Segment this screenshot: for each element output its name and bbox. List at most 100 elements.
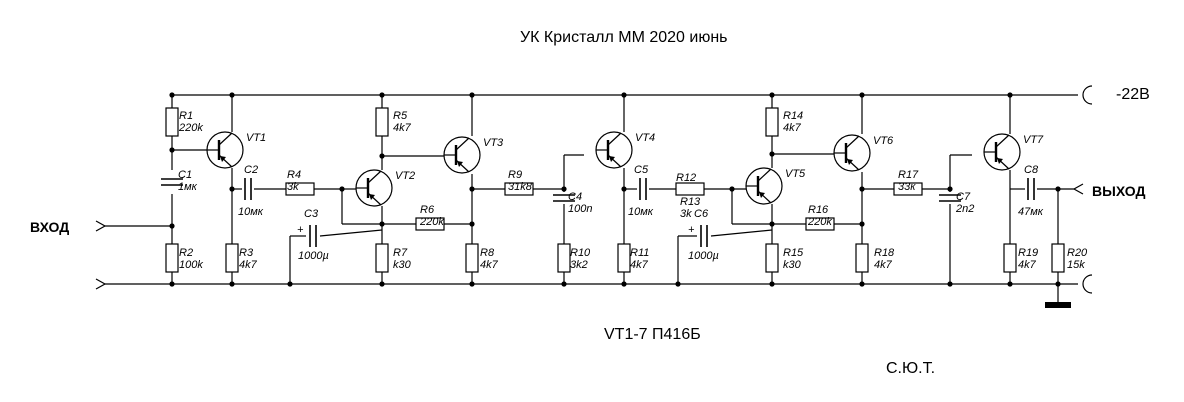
resistor-value: 4k7: [393, 122, 412, 134]
junction-dot: [561, 281, 567, 287]
capacitor-ref: C2: [244, 164, 258, 176]
resistor-ref: R4: [287, 169, 301, 181]
capacitor-ref: C6: [694, 208, 709, 220]
transistor-ref: VT3: [483, 137, 504, 149]
junction-dot: [379, 281, 385, 287]
resistor-ref: R19: [1018, 247, 1038, 259]
resistor-ref: R17: [898, 169, 919, 181]
capacitor-ref: C8: [1024, 164, 1039, 176]
resistor-value: 220k: [178, 122, 203, 134]
transistor-vt1: VT1: [206, 131, 266, 169]
resistor-value: 4k7: [480, 259, 499, 271]
transistor-ref: VT5: [785, 168, 806, 180]
capacitor-value: 100n: [568, 203, 592, 215]
junction-dot: [169, 223, 175, 229]
supply-label: -22В: [1116, 86, 1150, 103]
transistor-ref: VT6: [873, 135, 894, 147]
junction-dot: [379, 153, 385, 159]
junction-dot: [729, 186, 735, 192]
schematic-title: УК Кристалл ММ 2020 июнь: [520, 29, 728, 46]
resistor-ref: R20: [1067, 247, 1088, 259]
junction-dot: [675, 281, 681, 287]
transistor-vt5: VT5: [745, 167, 806, 205]
resistor-ref: R10: [570, 247, 591, 259]
capacitor-ref: C4: [568, 191, 582, 203]
resistor-ref: R13: [680, 196, 701, 208]
output-label: ВЫХОД: [1092, 183, 1145, 199]
resistor-ref: R1: [179, 110, 193, 122]
resistor-ref: R9: [508, 169, 522, 181]
capacitor-value: 10мк: [238, 206, 264, 218]
capacitor-value: 10мк: [628, 206, 654, 218]
junction-dot: [769, 92, 775, 98]
resistor-value: 220k: [419, 216, 444, 228]
resistor-value: k30: [393, 259, 412, 271]
polarity-mark: +: [297, 224, 304, 236]
junction-dot: [621, 186, 627, 192]
junction-dot: [229, 92, 235, 98]
capacitor-value: 47мк: [1018, 206, 1044, 218]
resistor-ref: R7: [393, 247, 408, 259]
transistor-vt4: VT4: [595, 131, 655, 169]
output-terminal: [1072, 183, 1084, 195]
junction-dot: [859, 92, 865, 98]
junction-dot: [947, 281, 953, 287]
junction-dot: [621, 281, 627, 287]
transistor-ref: VT4: [635, 132, 655, 144]
junction-dot: [1007, 92, 1013, 98]
transistor-vt3: VT3: [443, 136, 504, 174]
junction-dot: [169, 281, 175, 287]
junction-dot: [1007, 281, 1013, 287]
ground-symbol: [1045, 302, 1071, 308]
resistor-value: 4k7: [239, 259, 258, 271]
capacitor-c2: C2 10мк: [238, 164, 264, 218]
junction-dot: [1055, 281, 1061, 287]
overlap-resistor-label: R12: [676, 172, 696, 184]
resistor-ref: R6: [420, 204, 435, 216]
junction-dot: [469, 221, 475, 227]
resistor-ref: R8: [480, 247, 495, 259]
capacitor-value: 1000µ: [298, 250, 329, 262]
junction-dot: [859, 221, 865, 227]
junction-dot: [229, 281, 235, 287]
junction-dot: [339, 186, 345, 192]
junction-dot: [621, 92, 627, 98]
capacitor-c8: C8 47мк: [1018, 164, 1044, 218]
resistor-ref: R14: [783, 110, 803, 122]
resistor-value: 100k: [179, 259, 203, 271]
resistor-value: 4k7: [783, 122, 802, 134]
resistor-value: 4k7: [874, 259, 893, 271]
junction-dot: [469, 281, 475, 287]
capacitor-ref: C5: [634, 164, 649, 176]
resistor-value: 15k: [1067, 259, 1085, 271]
junction-dot: [287, 281, 293, 287]
resistor-value: k30: [783, 259, 802, 271]
resistor-ref: R18: [874, 247, 895, 259]
junction-dot: [229, 186, 235, 192]
resistor-ref: R5: [393, 110, 408, 122]
junction-dot: [947, 186, 953, 192]
transistor-ref: VT1: [246, 132, 266, 144]
junction-dot: [769, 281, 775, 287]
junction-dot: [469, 186, 475, 192]
resistor-ref: R11: [630, 247, 649, 259]
resistor-value: 3k: [287, 181, 299, 193]
junction-dot: [859, 186, 865, 192]
